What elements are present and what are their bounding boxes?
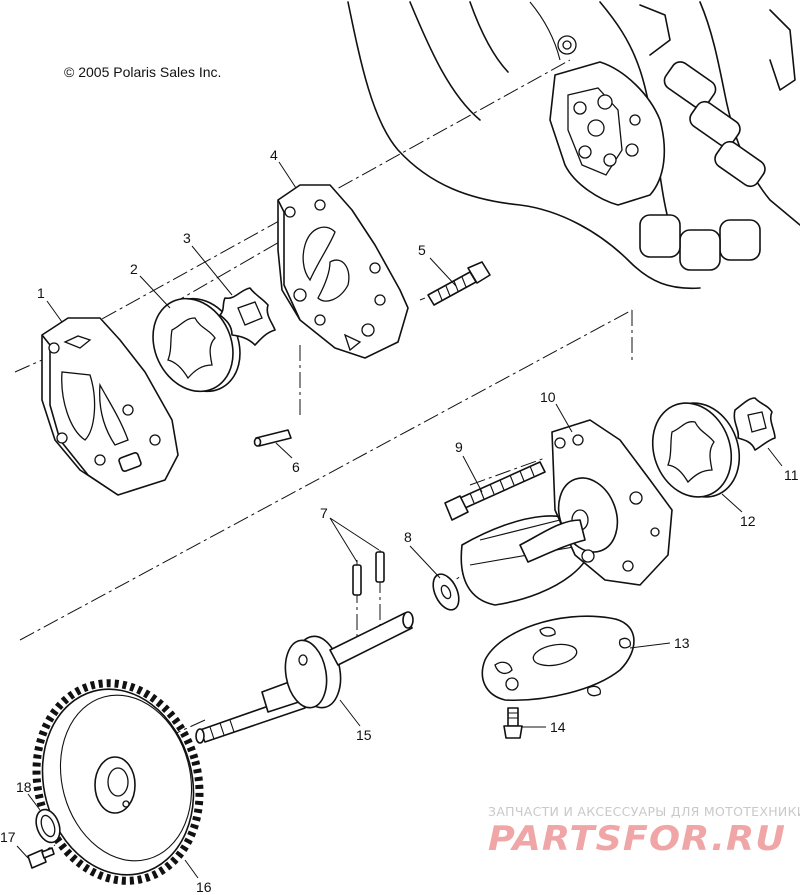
part-17-screw bbox=[27, 847, 55, 869]
callout-6: 6 bbox=[292, 459, 300, 475]
watermark-logo: PARTSFOR.RU bbox=[488, 819, 786, 859]
part-6-dowel-pin bbox=[253, 429, 292, 447]
engine-crankcase bbox=[347, 1, 800, 290]
part-14-screw bbox=[503, 707, 523, 739]
part-5-bolt bbox=[427, 261, 491, 306]
callout-1: 1 bbox=[37, 285, 45, 301]
callout-15: 15 bbox=[356, 727, 372, 743]
callout-5: 5 bbox=[418, 242, 426, 258]
callout-10: 10 bbox=[540, 389, 556, 405]
callout-8: 8 bbox=[404, 529, 412, 545]
callout-7: 7 bbox=[320, 505, 328, 521]
watermark: ЗАПЧАСТИ И АКСЕССУАРЫ ДЛЯ МОТОТЕХНИКИ PA… bbox=[488, 804, 800, 859]
callout-17: 17 bbox=[0, 829, 16, 845]
part-16-drive-gear bbox=[32, 679, 204, 885]
part-10-pump-housing bbox=[460, 419, 673, 606]
callout-labels: 1 2 3 4 5 6 7 8 9 10 11 12 13 14 15 16 1… bbox=[0, 147, 799, 895]
part-3-inner-rotor bbox=[219, 287, 276, 346]
callout-11: 11 bbox=[784, 467, 799, 483]
part-2-outer-rotor bbox=[152, 297, 241, 393]
part-11-inner-rotor bbox=[733, 397, 776, 451]
callout-4: 4 bbox=[270, 147, 278, 163]
callout-2: 2 bbox=[130, 261, 138, 277]
part-18-o-ring bbox=[35, 808, 61, 844]
leader-lines bbox=[16, 161, 783, 879]
callout-14: 14 bbox=[550, 719, 566, 735]
callout-3: 3 bbox=[183, 230, 191, 246]
part-12-outer-rotor bbox=[651, 402, 741, 498]
callout-9: 9 bbox=[455, 439, 463, 455]
callout-16: 16 bbox=[196, 879, 212, 895]
part-13-strainer bbox=[481, 615, 635, 702]
part-8-washer bbox=[432, 573, 460, 611]
callout-13: 13 bbox=[674, 635, 690, 651]
part-4-pump-plate bbox=[277, 184, 409, 359]
watermark-tagline: ЗАПЧАСТИ И АКСЕССУАРЫ ДЛЯ МОТОТЕХНИКИ bbox=[488, 804, 800, 819]
callout-18: 18 bbox=[16, 779, 32, 795]
copyright-text: © 2005 Polaris Sales Inc. bbox=[64, 64, 221, 80]
callout-12: 12 bbox=[740, 513, 756, 529]
part-9-long-bolt bbox=[444, 461, 546, 521]
part-1-pump-body bbox=[41, 317, 179, 496]
part-15-shaft bbox=[195, 611, 414, 744]
part-7-pins bbox=[352, 551, 385, 596]
